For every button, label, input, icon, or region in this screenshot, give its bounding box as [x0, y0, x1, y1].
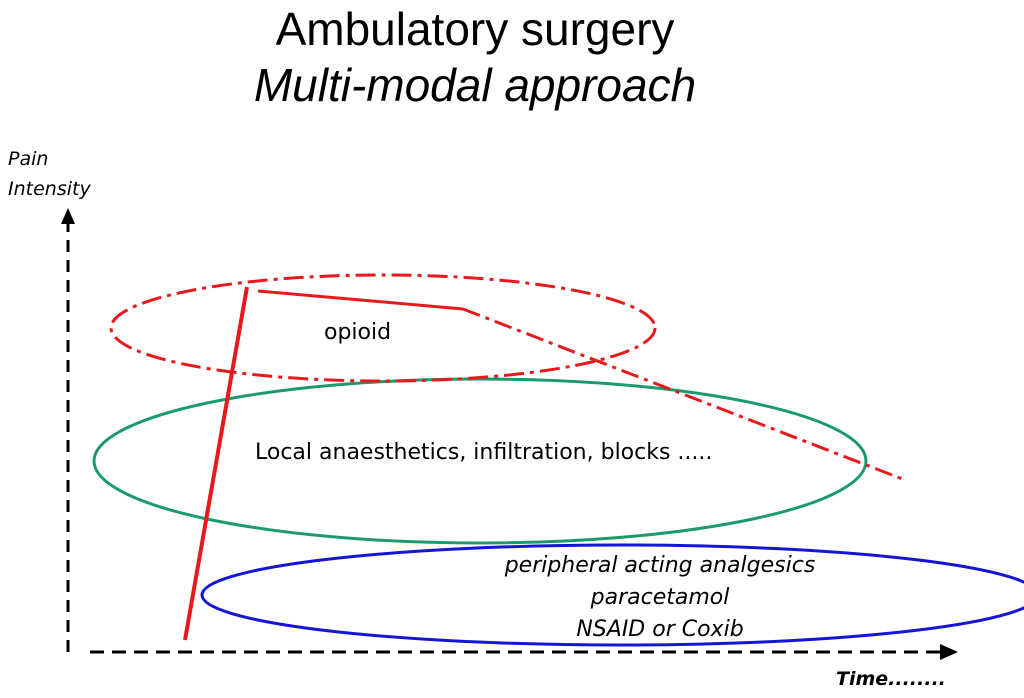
x-axis-arrow — [940, 644, 958, 660]
local-anaesthetics-label: Local anaesthetics, infiltration, blocks… — [255, 440, 713, 465]
pain-curve-rise — [183, 286, 249, 641]
x-axis-label: Time........ — [836, 668, 946, 690]
pain-curve-decline — [462, 307, 906, 482]
peripheral-analgesics-label: peripheral acting analgesics paracetamol… — [470, 550, 850, 646]
peripheral-analgesics-ellipse — [200, 543, 1024, 647]
peripheral-line-3: NSAID or Coxib — [576, 617, 744, 642]
opioid-ellipse — [109, 273, 657, 383]
y-axis-arrow — [61, 208, 75, 224]
diagram-title: Ambulatory surgery — [275, 3, 675, 55]
opioid-label: opioid — [324, 320, 392, 345]
pain-curve-plateau — [257, 289, 464, 311]
peripheral-line-1: peripheral acting analgesics — [504, 553, 816, 578]
y-axis-label: Pain Intensity — [8, 148, 91, 200]
peripheral-line-2: paracetamol — [590, 585, 730, 610]
diagram-subtitle: Multi-modal approach — [253, 59, 697, 111]
